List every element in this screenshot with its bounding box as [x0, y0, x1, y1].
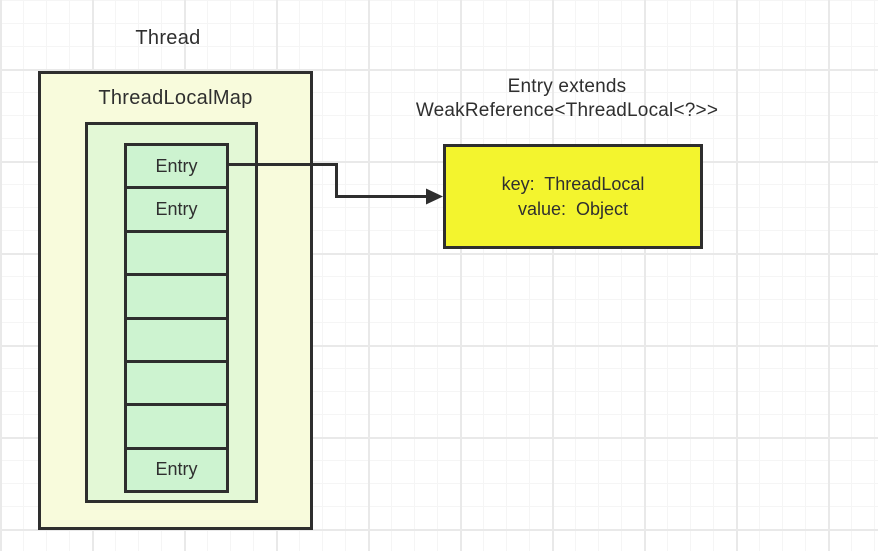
entry-extends-note-line1: Entry extends [507, 76, 627, 97]
entry-cell: Entry [127, 186, 226, 230]
entry-value-line: value: Object [517, 198, 629, 219]
entry-extends-note: Entry extends WeakReference<ThreadLocal<… [393, 75, 741, 123]
entry-table: Entry Entry Entry [124, 143, 229, 493]
entry-cell [127, 359, 226, 404]
entry-key-line: key: ThreadLocal [501, 173, 645, 194]
entry-detail-box: key: ThreadLocal value: Object [443, 144, 703, 249]
entry-table-container: Entry Entry Entry [85, 122, 258, 503]
threadlocalmap-title: ThreadLocalMap [98, 87, 253, 109]
entry-cell [127, 316, 226, 360]
entry-cell [127, 229, 226, 274]
thread-label: Thread [135, 27, 201, 49]
threadlocalmap-box: ThreadLocalMap Entry Entry Entry [38, 71, 313, 530]
entry-cell: Entry [127, 446, 226, 490]
entry-cell [127, 273, 226, 317]
arrow-head [426, 188, 443, 205]
entry-cell: Entry [127, 146, 226, 187]
entry-extends-note-line2: WeakReference<ThreadLocal<?>> [415, 100, 719, 121]
entry-cell [127, 403, 226, 447]
